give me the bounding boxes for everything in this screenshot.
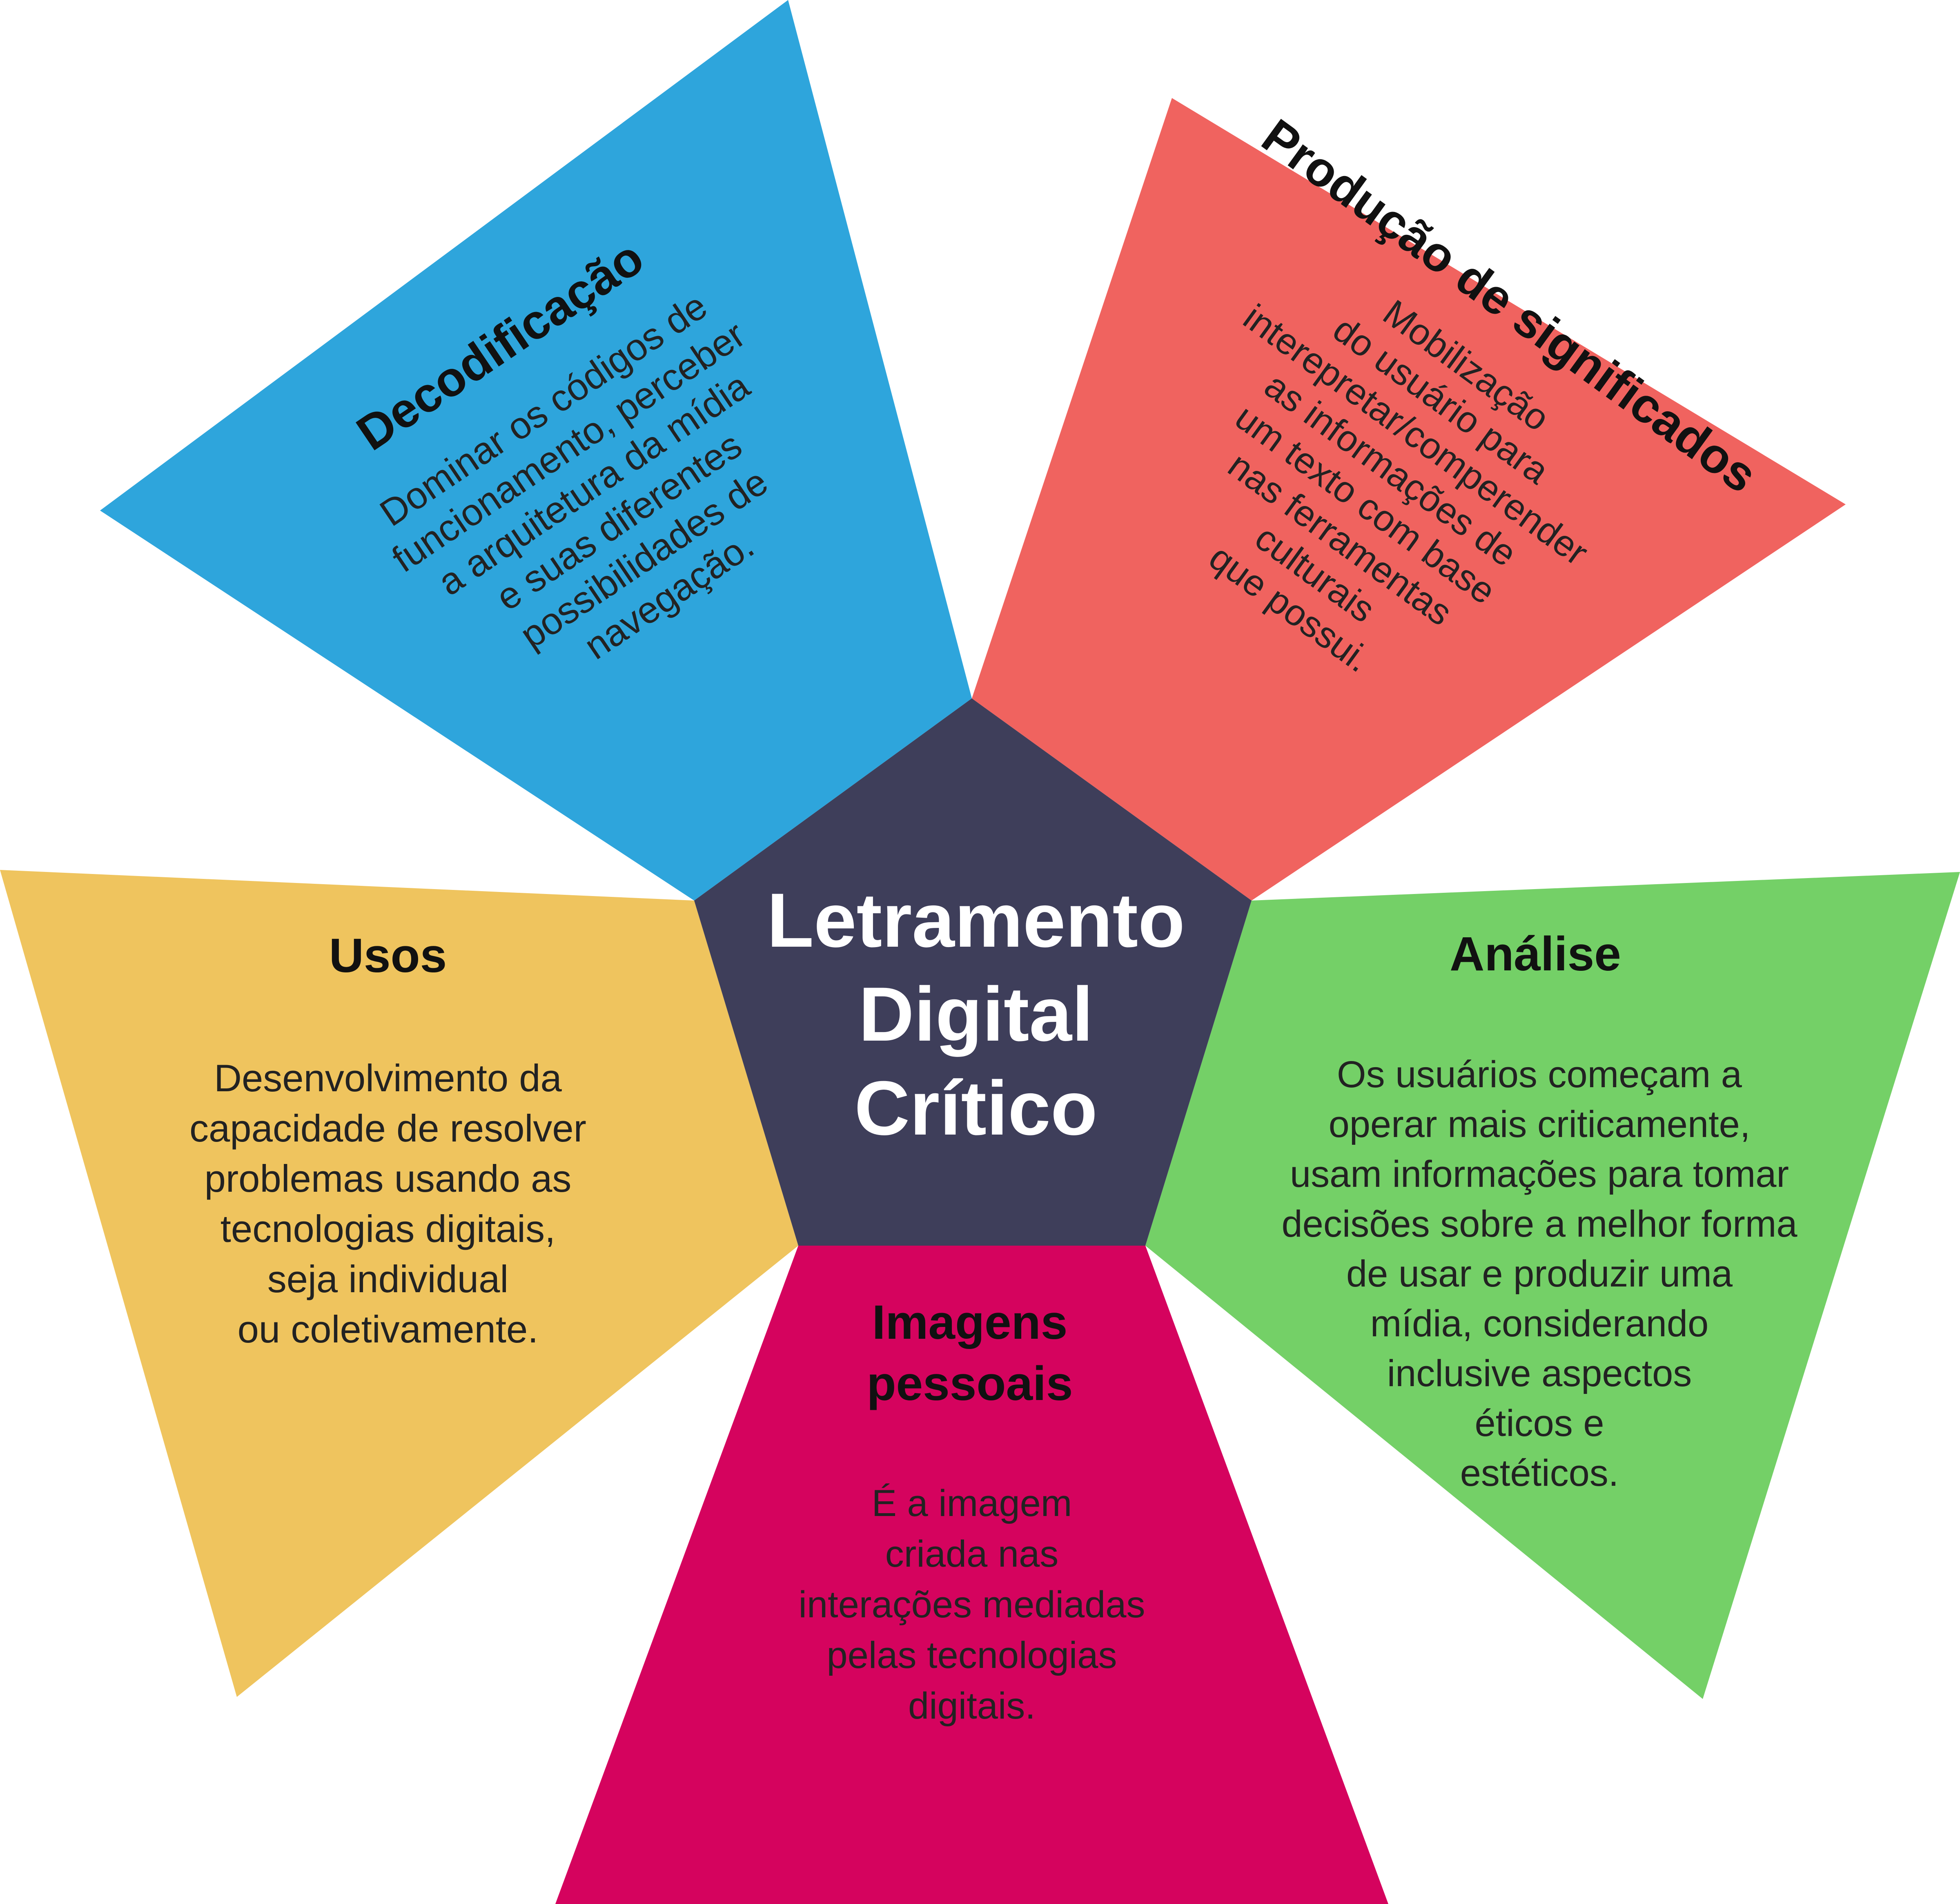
usos-line-5: seja individual [267, 1257, 508, 1300]
analise-line-1: Os usuários começam a [1337, 1054, 1742, 1095]
analise-line-3: usam informações para tomar [1290, 1153, 1789, 1195]
center-line-1: Letramento [767, 877, 1185, 963]
center-line-2: Digital [859, 971, 1093, 1057]
imagens-line-3: interações mediadas [799, 1584, 1145, 1625]
imagens-title-line-2: pessoais [866, 1357, 1073, 1411]
decodificacao-segment [100, 0, 972, 901]
usos-line-4: tecnologias digitais, [220, 1207, 555, 1250]
usos-line-6: ou coletivamente. [238, 1308, 539, 1351]
analise-line-9: estéticos. [1460, 1452, 1619, 1494]
usos-line-3: problemas usando as [205, 1157, 572, 1200]
center-line-3: Crítico [854, 1065, 1097, 1151]
imagens-line-5: digitais. [908, 1685, 1036, 1727]
usos-segment [0, 870, 798, 1697]
usos-line-2: capacidade de resolver [189, 1107, 586, 1150]
analise-line-4: decisões sobre a melhor forma [1281, 1203, 1797, 1245]
imagens-title-line-1: Imagens [872, 1295, 1068, 1349]
analise-line-5: de usar e produzir uma [1346, 1253, 1733, 1295]
analise-title: Análise [1450, 927, 1621, 981]
analise-line-8: éticos e [1474, 1402, 1604, 1444]
analise-line-2: operar mais criticamente, [1329, 1104, 1751, 1145]
analise-line-7: inclusive aspectos [1387, 1353, 1692, 1394]
imagens-line-2: criada nas [885, 1533, 1058, 1575]
analise-segment [1145, 872, 1960, 1699]
usos-title: Usos [329, 929, 447, 983]
imagens-line-4: pelas tecnologias [827, 1634, 1117, 1676]
analise-line-6: mídia, considerando [1370, 1303, 1709, 1344]
producao-segment [972, 98, 1846, 901]
imagens-line-1: É a imagem [872, 1483, 1072, 1524]
center-pentagon [694, 698, 1252, 1246]
imagens-segment [555, 1246, 1388, 1904]
usos-line-1: Desenvolvimento da [214, 1057, 562, 1099]
